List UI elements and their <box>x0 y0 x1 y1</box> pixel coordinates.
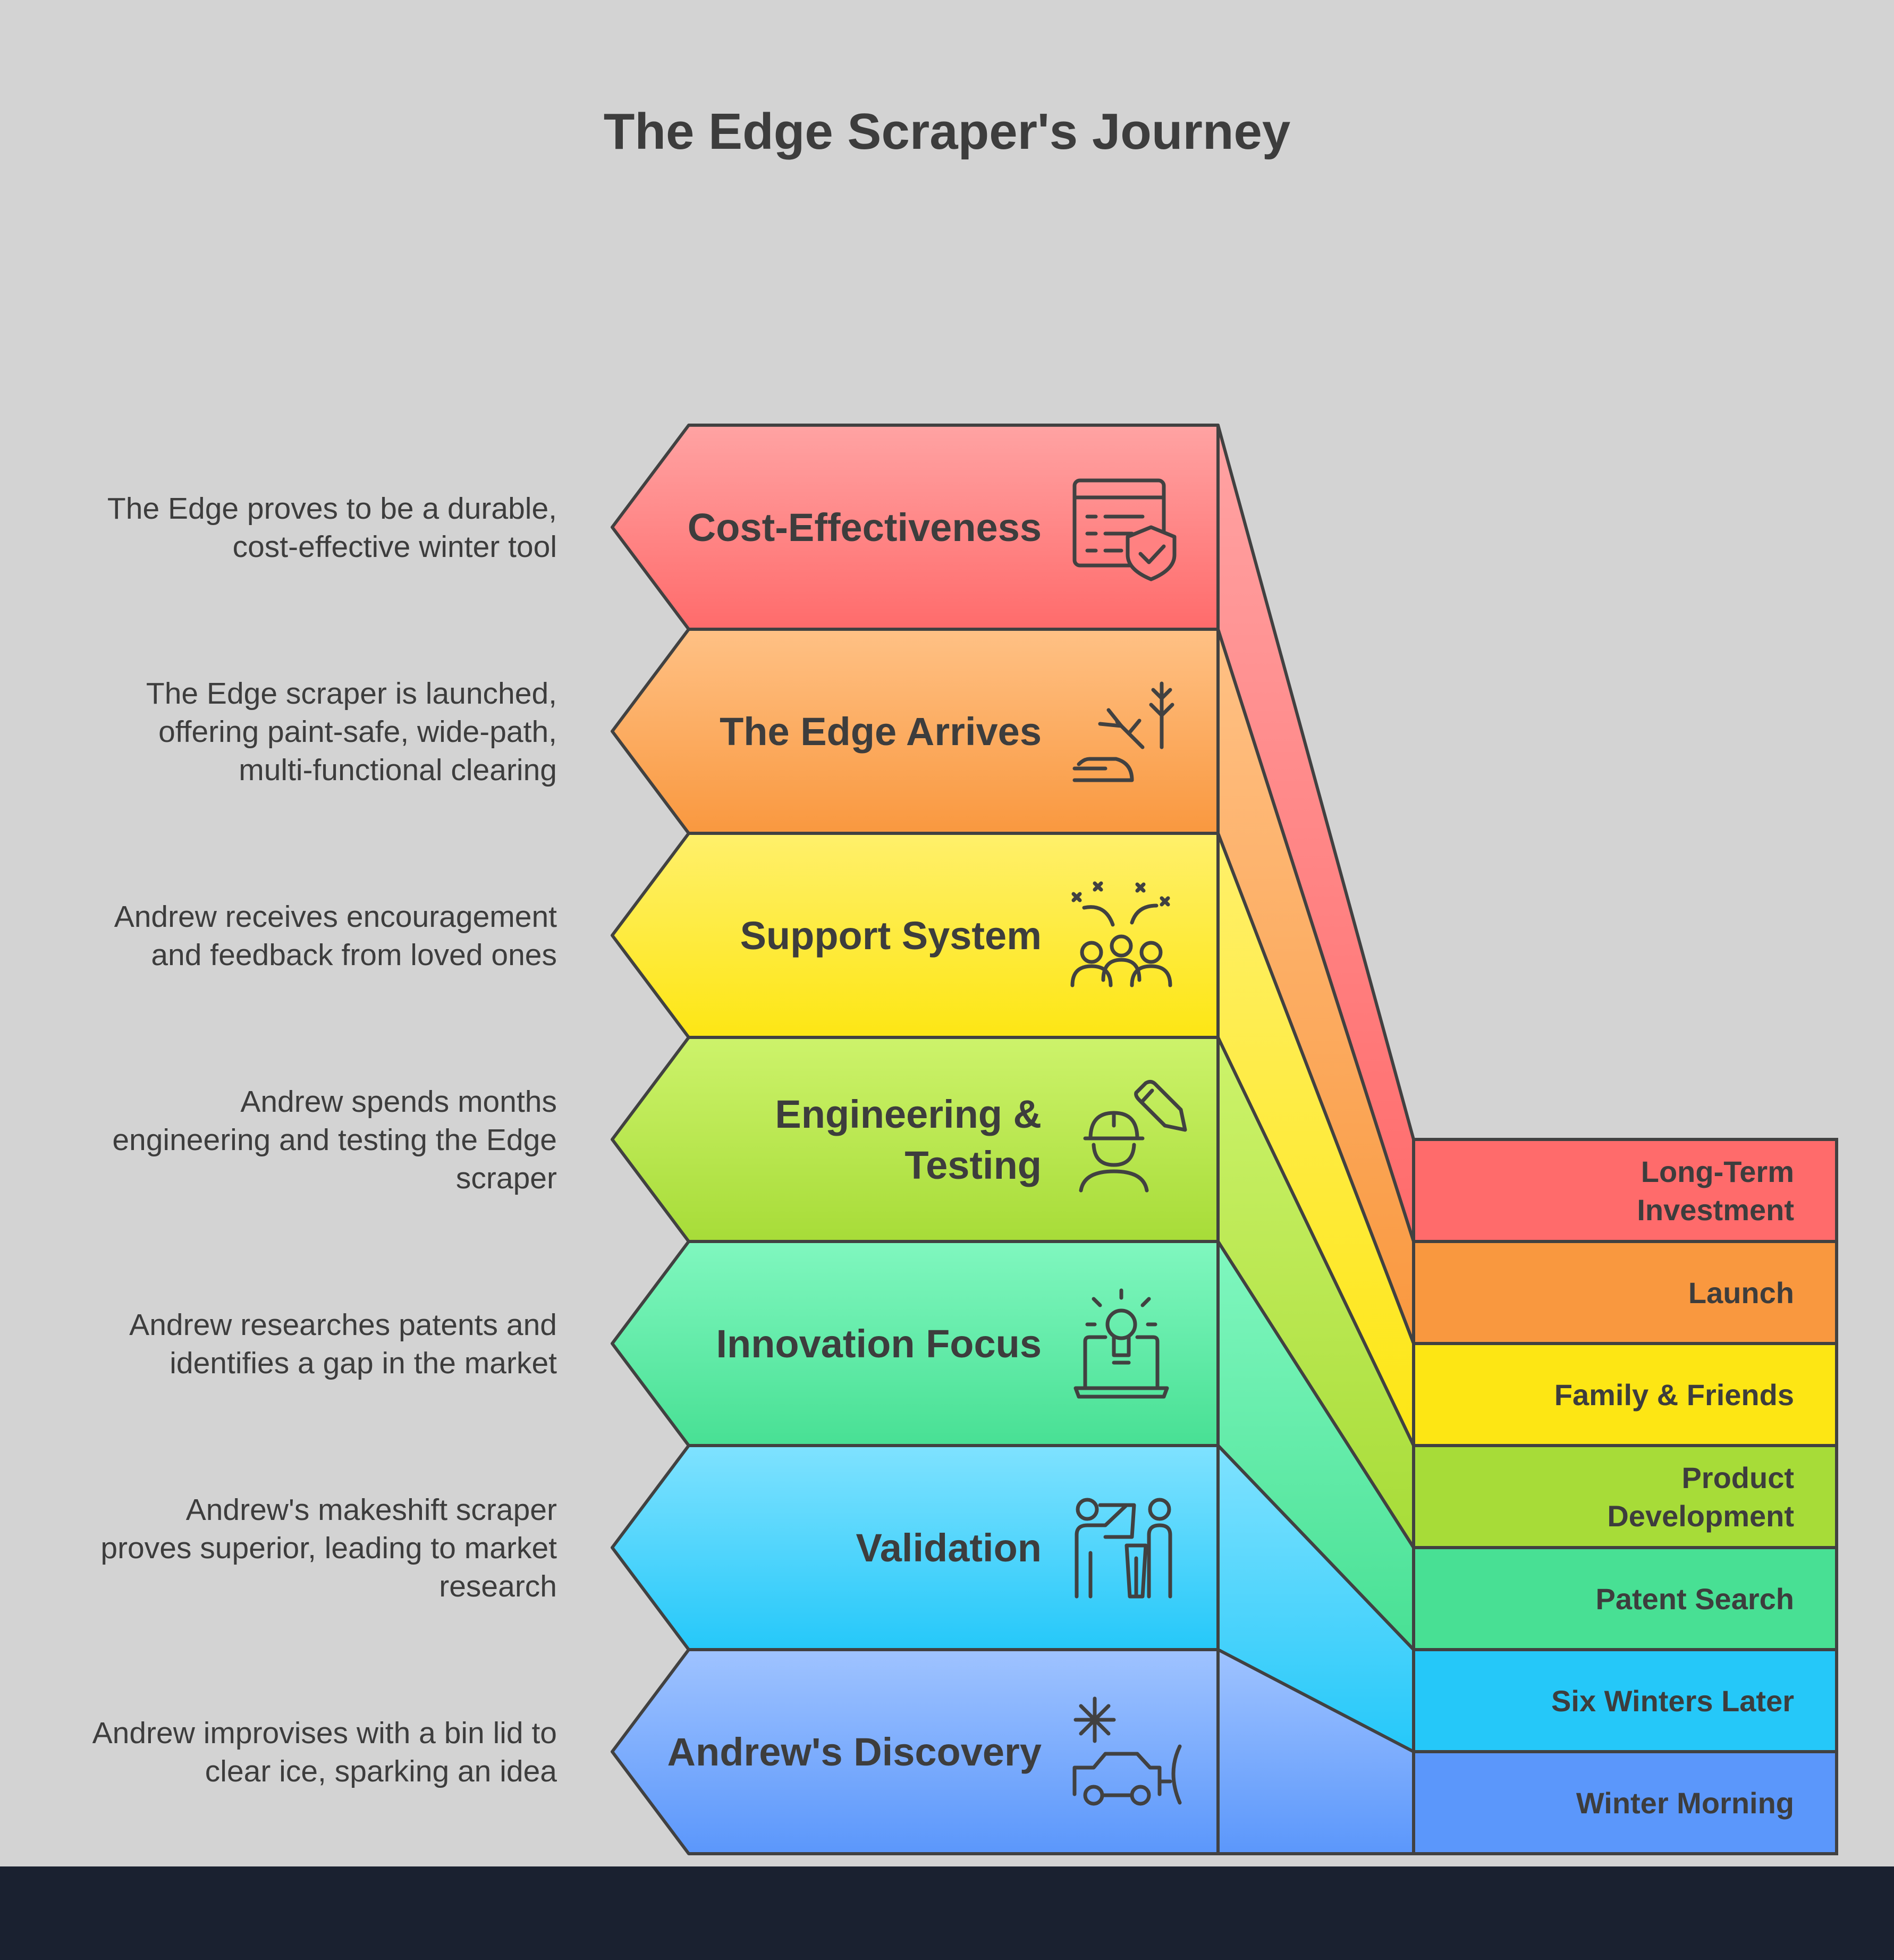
step-description: The Edge scraper is launched, <box>146 677 557 711</box>
step-title: Engineering & <box>775 1092 1042 1136</box>
timeline-tag-label: Winter Morning <box>1576 1786 1794 1820</box>
engineer-pencil-icon <box>1079 1079 1187 1193</box>
step-icons <box>1070 478 1187 1806</box>
step-description: proves superior, leading to market <box>100 1531 557 1565</box>
step-title: Cost-Effectiveness <box>688 505 1042 550</box>
timeline-tag-label: Long-Term <box>1641 1155 1794 1188</box>
step-title: Innovation Focus <box>716 1322 1042 1366</box>
timeline-tag-label: Family & Friends <box>1554 1378 1794 1412</box>
step-title: Andrew's Discovery <box>667 1730 1042 1774</box>
timeline-tag-label: Patent Search <box>1596 1582 1795 1616</box>
laptop-idea-icon <box>1073 1288 1169 1399</box>
snow-clearing-icon <box>1072 681 1174 782</box>
step-description: Andrew spends months <box>240 1085 557 1119</box>
page-title: The Edge Scraper's Journey <box>604 103 1291 160</box>
celebrating-group-icon <box>1070 881 1172 987</box>
step-description: Andrew researches patents and <box>129 1308 557 1342</box>
timeline-tag-box <box>1412 1648 1838 1753</box>
timeline-tag-label: Investment <box>1637 1193 1794 1227</box>
step-title: Testing <box>904 1143 1042 1187</box>
step-description: The Edge proves to be a durable, <box>107 492 557 526</box>
step-description: scraper <box>456 1161 557 1195</box>
step-description: cost-effective winter tool <box>233 530 557 564</box>
step-title: The Edge Arrives <box>720 709 1042 754</box>
step-title: Validation <box>856 1526 1042 1570</box>
step-description: and feedback from loved ones <box>151 938 557 972</box>
step-description: research <box>439 1569 557 1603</box>
footer-bar <box>0 1866 1894 1960</box>
step-description: multi-functional clearing <box>239 753 557 787</box>
budget-shield-icon <box>1072 478 1177 581</box>
step-description: clear ice, sparking an idea <box>205 1754 557 1788</box>
step-description: Andrew receives encouragement <box>114 900 557 934</box>
timeline-tag-box <box>1412 1546 1838 1651</box>
timeline-tag-label: Launch <box>1688 1276 1794 1310</box>
step-title: Support System <box>740 914 1042 958</box>
timeline-tag-label: Product <box>1681 1461 1794 1494</box>
step-description: Andrew's makeshift scraper <box>186 1493 557 1527</box>
step-descriptions: The Edge proves to be a durable, cost-eff… <box>92 492 557 1788</box>
step-description: Andrew improvises with a bin lid to <box>92 1716 557 1750</box>
snow-car-icon <box>1072 1696 1182 1806</box>
step-arrow <box>611 1648 1220 1855</box>
step-description: engineering and testing the Edge <box>112 1123 557 1157</box>
timeline-tag-box <box>1412 1444 1838 1549</box>
step-description: offering paint-safe, wide-path, <box>158 715 557 749</box>
timeline-tag-label: Development <box>1607 1499 1794 1533</box>
timeline-tag-label: Six Winters Later <box>1551 1684 1794 1718</box>
timeline-tag-box <box>1412 1750 1838 1855</box>
step-description: identifies a gap in the market <box>170 1346 557 1380</box>
presentation-people-icon <box>1075 1498 1172 1599</box>
